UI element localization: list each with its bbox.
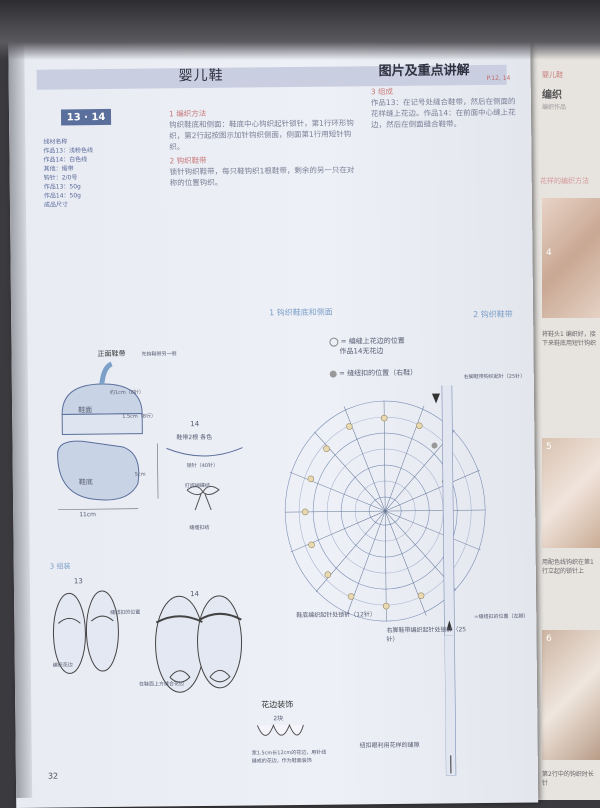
left-note: 鞋底编织起针处锁针（12针） [296,610,376,620]
assembly-13-note: 缝纽扣的位置 [110,609,140,616]
dim-side: 5cm [135,472,146,478]
assembly-text: 作品13：在记号处缝合鞋带，然后在侧面的花样缝上花边。作品14：在前面中心缝上花… [371,96,521,131]
section-tag: 13 · 14 [61,109,111,126]
shoe-top-note: 先钩鞋带另一侧 [141,350,176,357]
step-4-text: 将鞋头1 编织好，接下来鞋底用短针钩织 [542,330,598,348]
photo-6 [542,630,600,760]
top-shadow [0,0,600,60]
label-sole: 鞋底 [79,477,93,487]
strap14-count: 锁针（40针） [187,462,218,469]
assembly-14-note: 在鞋面上方缝合花边 [139,680,199,688]
step-6-text: 第2行中的钩织时长针 [542,770,598,788]
material-line: 成品尺寸 [44,199,154,209]
right-page: 婴儿鞋 编织 编织作品 花样的编织方法 4 将鞋头1 编织好，接下来鞋底用短针钩… [528,40,600,800]
diagram-section-1: 1 钩织鞋底和侧面 [269,307,333,319]
method-block: 1 编织方法 钩织鞋底和侧面：鞋底中心钩织起针锁针，第1行环形钩织，第2行起按图… [169,106,360,188]
step-5-text: 用配色线钩织在第1行立起的锁针上 [542,558,598,576]
dim-top: 约1cm（8针） [110,389,144,396]
diagram-section-2: 2 钩织鞋带 [473,309,513,320]
right-page-caption: 花样的编织方法 [540,176,589,186]
step-6-number: 6 [546,634,552,644]
page-subtitle: 图片及重点讲解 [378,59,469,79]
right-page-heading: 编织 [542,86,562,101]
crochet-chart [274,385,517,637]
strap14-knot: 打成蝴蝶结 [185,482,210,489]
dim-side2: 1.5cm（8行） [122,412,156,419]
button-marker-icon [330,370,337,377]
photo-4 [542,198,600,318]
page-reference: P.12, 14 [487,75,511,82]
page-edge [8,38,32,798]
legend-button: = 缝纽扣的位置（右鞋） [330,367,470,378]
right-page-sub: 编织作品 [542,102,566,111]
strap-extension [444,635,459,775]
flower-lace-icon [255,719,305,750]
materials-list: 线材名称 作品13：浅粉色线 作品14：白色线 其他：缎带 钩针：2/0号 作品… [43,136,154,209]
bottom-note: 纽扣眼利用花样的缝隙 [360,740,420,750]
dim-bottom: 11cm [79,511,96,518]
label-front: 鞋面 [78,405,92,415]
assembly-shoes-diagram [44,581,255,713]
right-page-tab: 婴儿鞋 [542,70,563,80]
method-text-1: 钩织鞋底和侧面：鞋底中心钩织起针锁针，第1行环形钩织，第2行起按图示加针钩织侧面… [169,117,359,152]
strap14-label: 鞋带2根 各色 [176,432,212,441]
shoe-top-label: 正面鞋带 [97,349,125,359]
step-4-number: 4 [546,248,552,258]
flower-note: 宽1.5cm长12cm的花边，用针线缝成的花边，作为鞋面装饰 [252,749,328,766]
step-5-number: 5 [546,442,552,452]
assembly-block: 3 组成 作品13：在记号处缝合鞋带，然后在侧面的花样缝上花边。作品14：在前面… [371,85,521,131]
strap14-end: 缝缠扣结 [189,524,209,531]
left-page: 婴儿鞋 图片及重点讲解 P.12, 14 13 · 14 线材名称 作品13：浅… [8,13,538,808]
legend-lace: = 编缝上花边的位置 作品14无花边 [329,335,469,356]
lace-marker-icon [329,337,338,346]
strap-note: 右脚鞋带钩织起针（25针） [464,373,524,381]
assembly-title: 3 组装 [50,561,71,571]
button-note: =缝纽扣的位置（左脚） [474,613,534,621]
item-14-label: 14 [190,420,199,428]
photo-5 [542,438,600,548]
page-number: 32 [48,772,58,781]
page-title: 婴儿鞋 [179,65,224,85]
flower-title: 花边装饰 [261,699,293,710]
assembly-lace: 编织花边 [53,661,73,668]
method-text-2: 锁针钩织鞋带，每只鞋钩织1根鞋带，剩余的另一只在对称的位置钩织。 [170,164,360,188]
